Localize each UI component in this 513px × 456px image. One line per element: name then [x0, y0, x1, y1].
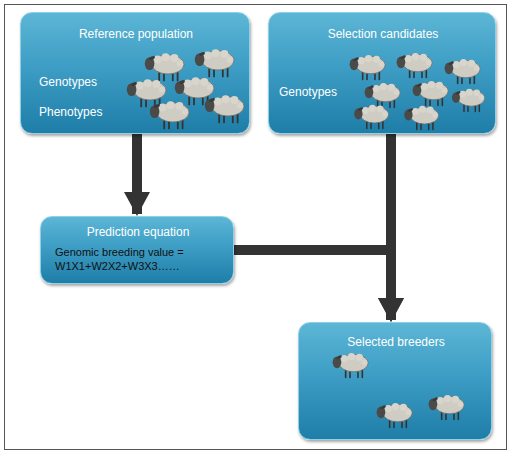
data-label: Genotypes	[279, 85, 349, 100]
box-heading: Selection candidates	[269, 27, 497, 42]
population-box: Reference populationGenotypesPhenotypes	[20, 12, 250, 134]
box-heading: Reference population	[21, 27, 251, 42]
data-label: Genotypes	[39, 75, 129, 90]
sheep-flock	[127, 49, 485, 427]
equation-box: Prediction equationGenomic breeding valu…	[40, 216, 234, 284]
box-heading: Selected breeders	[299, 335, 493, 350]
flow-arrow	[132, 134, 142, 214]
equation-text: Genomic breeding value = W1X1+W2X2+W3X3……	[55, 245, 205, 273]
data-label: Phenotypes	[39, 105, 129, 120]
candidates-box: Selection candidatesGenotypes	[268, 12, 496, 134]
flow-arrow	[234, 250, 391, 320]
box-heading: Prediction equation	[41, 225, 235, 240]
breeders-box: Selected breeders	[298, 322, 492, 440]
